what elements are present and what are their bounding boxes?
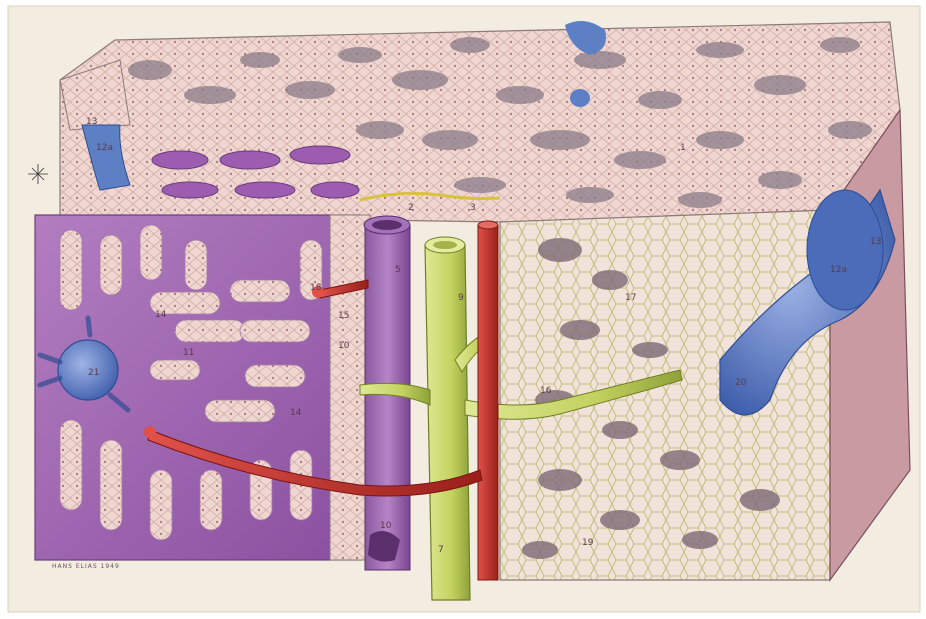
label-15: 16 xyxy=(540,386,552,396)
label-20: 21 xyxy=(88,368,99,378)
label-16: 17 xyxy=(625,293,636,303)
label-5: 5 xyxy=(395,265,401,275)
label-12a-top-left: 13 xyxy=(86,117,97,127)
label-1: 1 xyxy=(680,143,686,153)
label-10-bottom: 10 xyxy=(380,521,392,531)
label-12: 12a xyxy=(830,265,847,275)
purple-front-face xyxy=(35,215,360,560)
top-face xyxy=(60,21,900,222)
label-9: 9 xyxy=(458,293,464,303)
label-11: 11 xyxy=(183,348,194,358)
label-7: 7 xyxy=(438,545,444,555)
label-18: 19 xyxy=(582,538,594,548)
label-13b: 14 xyxy=(290,408,302,418)
label-13: 14 xyxy=(155,310,167,320)
label-10: 10 xyxy=(338,341,350,351)
label-19: 20 xyxy=(735,378,747,388)
artist-signature: HANS ELIAS 1949 xyxy=(52,563,120,570)
label-2: 2 xyxy=(408,203,414,213)
label-17: 18 xyxy=(310,283,322,293)
label-12-top-left: 12a xyxy=(96,143,113,153)
label-14: 15 xyxy=(338,311,349,321)
label-12a: 13 xyxy=(870,237,881,247)
label-3: 3 xyxy=(470,203,476,213)
